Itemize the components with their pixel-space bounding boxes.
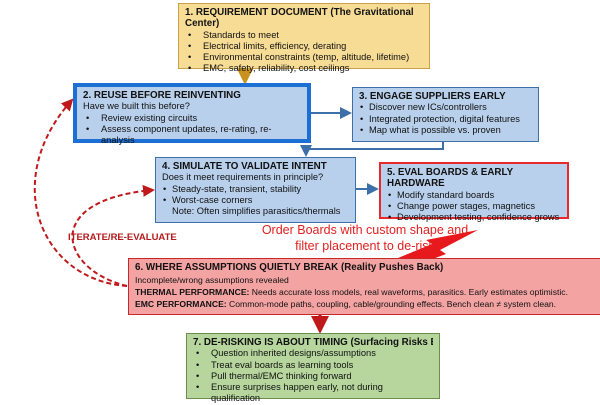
annotation-line: Order Boards with custom shape and [261, 223, 469, 237]
list-item: Electrical limits, efficiency, derating [185, 41, 423, 53]
requirement-document-box: 1. REQUIREMENT DOCUMENT (The Gravitation… [178, 3, 430, 75]
box-subtitle: Have we built this before? [83, 101, 190, 112]
list-item: Ensure surprises happen early, not durin… [193, 382, 433, 405]
thermal-label: THERMAL PERFORMANCE: [135, 287, 250, 297]
list-item: Worst-case corners [162, 195, 349, 207]
simulate-box: 4. SIMULATE TO VALIDATE INTENT Does it m… [155, 157, 356, 223]
arrow-3-to-4 [300, 142, 444, 157]
list-item: Assess component updates, re-rating, re-… [83, 124, 301, 147]
box-subtitle: Does it meet requirements in principle? [162, 172, 324, 183]
list-item: Discover new ICs/controllers [359, 102, 532, 114]
iterate-arrow-to-2 [33, 98, 128, 287]
derisking-box: 7. DE-RISKING IS ABOUT TIMING (Surfacing… [186, 333, 440, 403]
suppliers-box: 3. ENGAGE SUPPLIERS EARLY Discover new I… [352, 87, 539, 142]
list-item: Environmental constraints (temp, altitud… [185, 52, 423, 64]
iterate-label: ITERATE/RE-EVALUATE [68, 232, 177, 243]
list-item: Standards to meet [185, 30, 423, 42]
box-title: 4. SIMULATE TO VALIDATE INTENT [162, 161, 327, 172]
annotation-line: filter placement to de-risk [295, 239, 435, 253]
list-item: Map what is possible vs. proven [359, 125, 532, 137]
list-item: Modify standard boards [387, 190, 561, 202]
assumptions-break-box: 6. WHERE ASSUMPTIONS QUIETLY BREAK (Real… [128, 258, 600, 315]
list-item: EMC, safety, reliability, cost ceilings [185, 63, 423, 75]
box-title: 7. DE-RISKING IS ABOUT TIMING (Surfacing… [193, 337, 433, 348]
reuse-box: 2. REUSE BEFORE REINVENTING Have we buil… [73, 83, 311, 145]
box-title: 3. ENGAGE SUPPLIERS EARLY [359, 91, 506, 102]
list-item: Steady-state, transient, stability [162, 184, 349, 196]
eval-boards-box: 5. EVAL BOARDS & EARLY HARDWARE Modify s… [379, 162, 569, 224]
list-item: Development testing, confidence grows [387, 212, 561, 224]
list-item: Question inherited designs/assumptions [193, 348, 433, 360]
list-item: Change power stages, magnetics [387, 201, 561, 213]
emc-line: EMC PERFORMANCE: Common-mode paths, coup… [135, 298, 600, 310]
box-subtitle: Incomplete/wrong assumptions revealed [135, 275, 289, 285]
list-item: Pull thermal/EMC thinking forward [193, 371, 433, 383]
thermal-text: Needs accurate loss models, real wavefor… [249, 287, 568, 297]
box-title: 2. REUSE BEFORE REINVENTING [83, 90, 241, 101]
list-item: Review existing circuits [83, 113, 301, 125]
emc-text: Common-mode paths, coupling, cable/groun… [226, 299, 557, 309]
box-title: 1. REQUIREMENT DOCUMENT (The Gravitation… [185, 7, 414, 30]
order-boards-annotation: Order Boards with custom shape and filte… [230, 222, 500, 254]
box-title: 5. EVAL BOARDS & EARLY HARDWARE [387, 167, 513, 190]
iterate-arrow-to-4 [71, 184, 155, 287]
emc-label: EMC PERFORMANCE: [135, 299, 227, 309]
box-note: Note: Often simplifies parasitics/therma… [172, 206, 341, 217]
list-item: Integrated protection, digital features [359, 114, 532, 126]
box-title: 6. WHERE ASSUMPTIONS QUIETLY BREAK (Real… [135, 262, 444, 273]
thermal-line: THERMAL PERFORMANCE: Needs accurate loss… [135, 286, 600, 298]
list-item: Treat eval boards as learning tools [193, 360, 433, 372]
